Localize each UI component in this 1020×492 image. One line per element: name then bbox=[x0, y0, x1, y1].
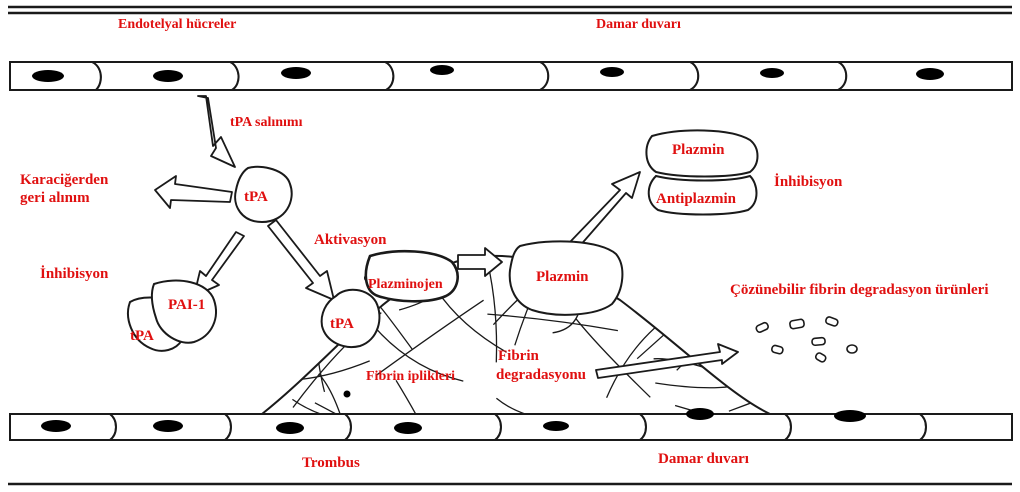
pai1-label: PAI-1 bbox=[168, 297, 205, 314]
fibrin-strand bbox=[429, 140, 451, 255]
soluble-products-label: Çözünebilir fibrin degradasyon ürünleri bbox=[730, 282, 989, 299]
cell-nucleus bbox=[41, 420, 71, 432]
release-arrow bbox=[198, 96, 235, 167]
fragment bbox=[789, 319, 804, 329]
fibrin-strand bbox=[729, 362, 855, 411]
inhibition-left-label: İnhibisyon bbox=[40, 266, 108, 283]
cell-nucleus bbox=[430, 65, 454, 75]
fragment bbox=[847, 345, 857, 353]
tpa-release-label: tPA salınımı bbox=[230, 114, 302, 131]
endothelial-cell bbox=[230, 62, 393, 90]
endothelial-cell bbox=[385, 62, 548, 90]
plasmin-label: Plazmin bbox=[536, 269, 589, 286]
fibrin-strand bbox=[493, 179, 506, 265]
activation-label: Aktivasyon bbox=[314, 232, 387, 249]
degradation-fragments bbox=[755, 316, 857, 363]
fragment bbox=[812, 337, 826, 345]
fragment bbox=[755, 322, 769, 333]
fibrin-strand bbox=[698, 239, 775, 280]
fragment bbox=[815, 352, 827, 363]
liver-uptake-label-line2: geri alınım bbox=[20, 190, 90, 207]
thrombus-label: Trombus bbox=[302, 455, 360, 472]
endothelial-cell bbox=[345, 414, 501, 440]
fibrin-degradation-label-line1: Fibrin bbox=[498, 348, 539, 365]
vessel-wall-top-label: Damar duvarı bbox=[596, 16, 681, 33]
plasminogen-label: Plazminojen bbox=[368, 276, 443, 293]
cell-nucleus bbox=[760, 68, 784, 78]
fragment bbox=[825, 316, 839, 327]
tpa-bound-label: tPA bbox=[330, 316, 354, 333]
cell-nucleus bbox=[686, 408, 714, 420]
liver-uptake-arrow bbox=[155, 176, 232, 208]
top-vessel-wall bbox=[8, 7, 1012, 13]
cell-nucleus bbox=[281, 67, 311, 79]
plasmin-to-antiplasmin-arrow bbox=[570, 172, 640, 248]
cell-nucleus bbox=[153, 70, 183, 82]
cell-nucleus bbox=[276, 422, 304, 434]
cell-nucleus bbox=[834, 410, 866, 422]
fibrin-strands-label: Fibrin iplikleri bbox=[366, 368, 455, 385]
mark-dot bbox=[344, 391, 351, 398]
vessel-wall-bottom-label: Damar duvarı bbox=[658, 451, 749, 468]
fibrin-strand bbox=[736, 245, 803, 267]
endothelial-cell bbox=[640, 414, 791, 440]
inhibition-right-label: İnhibisyon bbox=[774, 174, 842, 191]
cell-nucleus bbox=[916, 68, 944, 80]
endothelial-cell bbox=[495, 414, 646, 440]
fibrin-degradation-label-line2: degradasyonu bbox=[496, 367, 586, 384]
cell-nucleus bbox=[153, 420, 183, 432]
tpa-complex-label: tPA bbox=[130, 328, 154, 345]
endothelial-cell bbox=[920, 414, 1012, 440]
liver-uptake-label-line1: Karaciğerden bbox=[20, 172, 108, 189]
cell-nucleus bbox=[600, 67, 624, 77]
cell-nucleus bbox=[394, 422, 422, 434]
plasmin-top-label: Plazmin bbox=[672, 142, 725, 159]
cell-nucleus bbox=[543, 421, 569, 431]
fragment bbox=[771, 345, 783, 355]
cell-nucleus bbox=[32, 70, 64, 82]
tpa-label: tPA bbox=[244, 189, 268, 206]
antiplasmin-label: Antiplazmin bbox=[656, 191, 736, 208]
endothelial-cells-label: Endotelyal hücreler bbox=[118, 16, 236, 33]
